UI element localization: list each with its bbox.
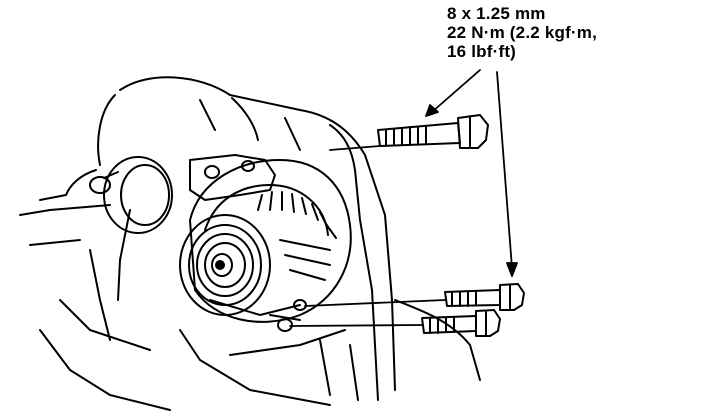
alternator-pulley: [179, 214, 271, 316]
upper-mounting-bolt: [377, 114, 489, 149]
torque-spec-line-2: 16 lbf·ft): [447, 42, 517, 61]
alternator-body: [189, 159, 352, 323]
bolt-size-label: 8 x 1.25 mm: [447, 4, 546, 23]
lower-mounting-bolt-2: [421, 309, 501, 337]
lower-mounting-bolt-1: [444, 283, 525, 311]
leader-lines: [289, 69, 518, 327]
torque-spec-line-1: 22 N·m (2.2 kgf·m,: [447, 23, 598, 42]
mounting-points: [269, 299, 307, 332]
mount-pulley: [89, 156, 173, 234]
